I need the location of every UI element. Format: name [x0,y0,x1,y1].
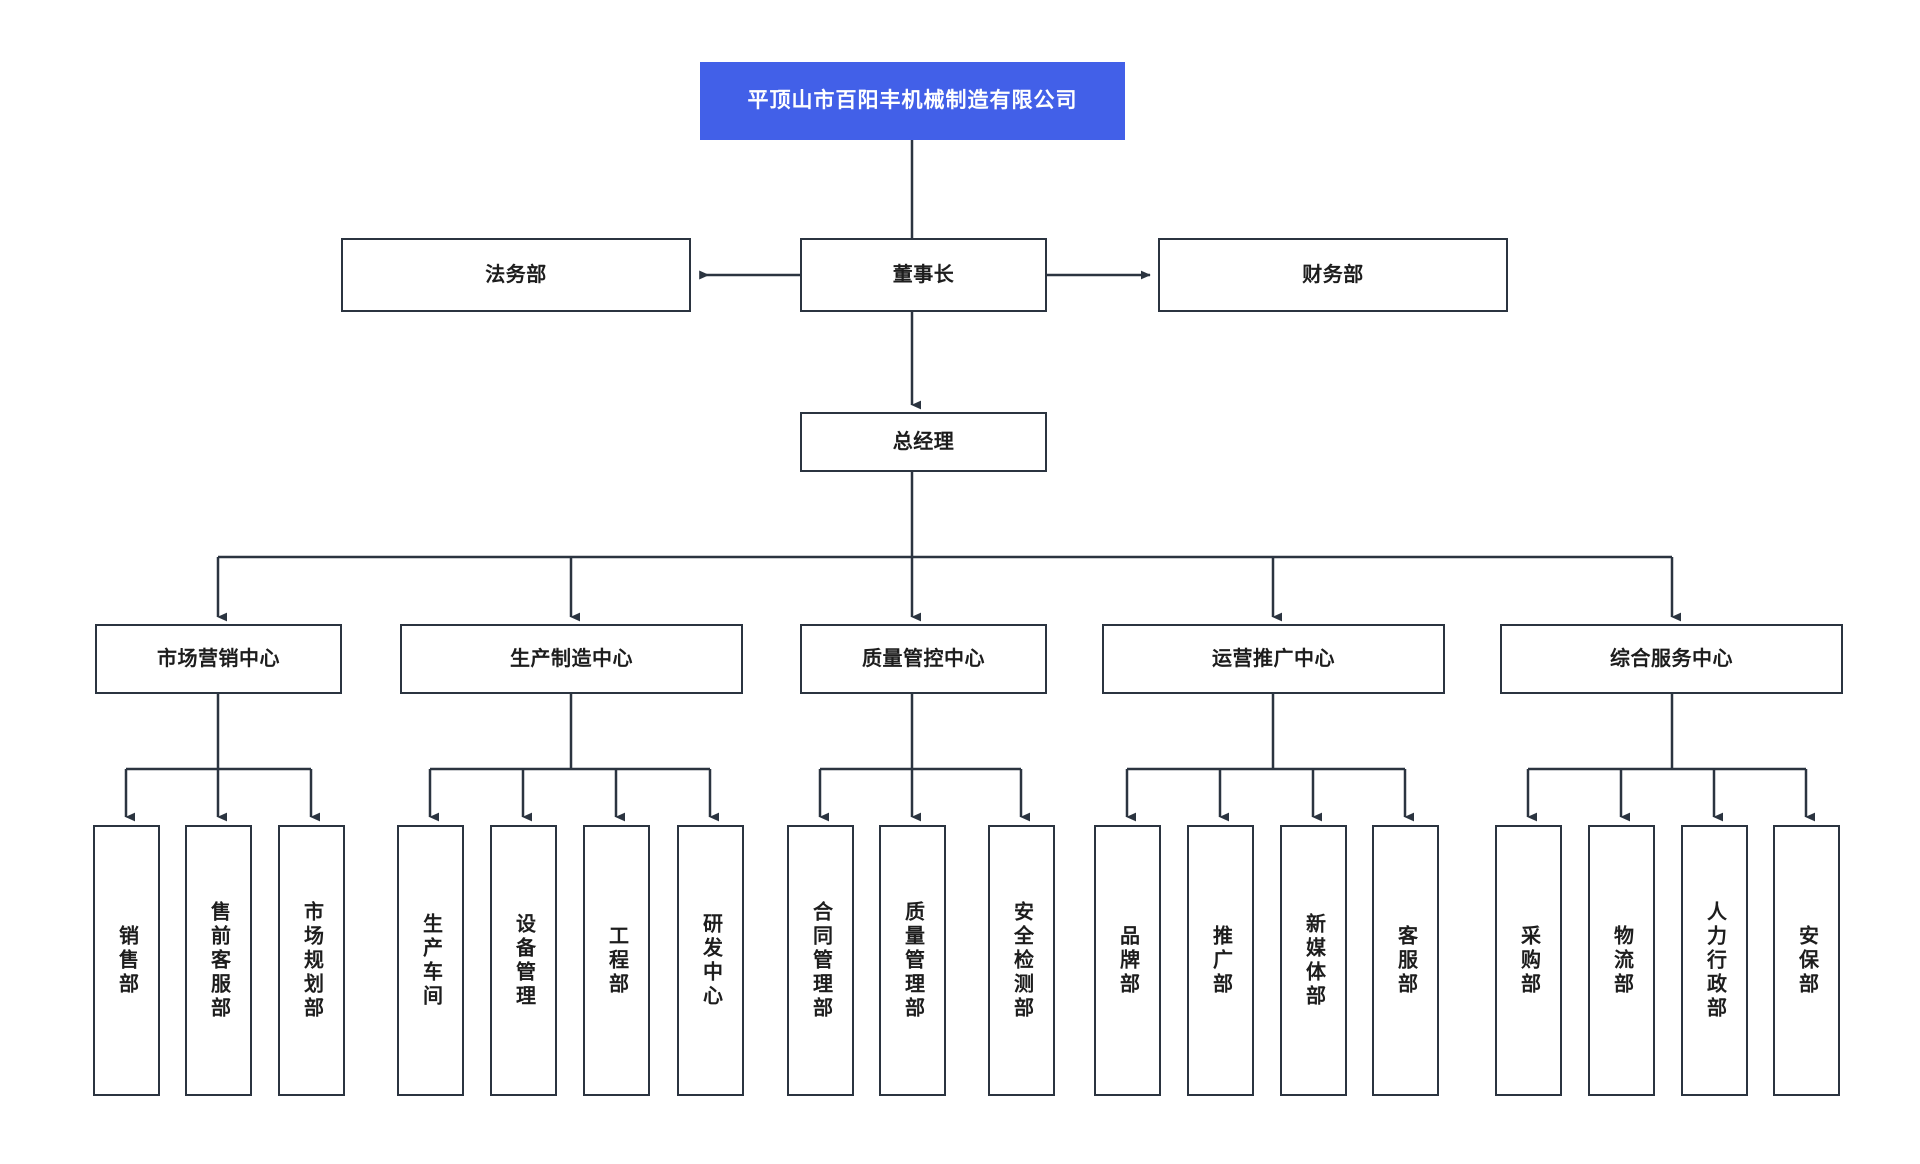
node-department-brand[interactable]: 品牌部 [1094,825,1161,1096]
node-chairman[interactable]: 董事长 [800,238,1047,312]
node-label-chairman: 董事长 [892,263,955,286]
node-department-sales[interactable]: 销售部 [93,825,160,1096]
node-label-department-logistics: 物流部 [1610,924,1633,997]
node-center-marketing[interactable]: 市场营销中心 [95,624,342,694]
node-department-presales-service[interactable]: 售前客服部 [185,825,252,1096]
node-legal-department[interactable]: 法务部 [341,238,691,312]
node-department-rnd-center[interactable]: 研发中心 [677,825,744,1096]
node-label-department-contract-management: 合同管理部 [809,900,832,1021]
node-label-department-production-workshop: 生产车间 [419,912,442,1009]
node-label-department-quality-management: 质量管理部 [901,900,924,1021]
node-label-center-services: 综合服务中心 [1610,647,1733,670]
node-label-department-rnd-center: 研发中心 [699,912,722,1009]
node-label-department-security: 安保部 [1795,924,1818,997]
node-department-quality-management[interactable]: 质量管理部 [879,825,946,1096]
node-department-customer-service[interactable]: 客服部 [1372,825,1439,1096]
node-center-production[interactable]: 生产制造中心 [400,624,743,694]
node-department-contract-management[interactable]: 合同管理部 [787,825,854,1096]
node-finance-department[interactable]: 财务部 [1158,238,1508,312]
node-center-quality[interactable]: 质量管控中心 [800,624,1047,694]
node-label-finance-department: 财务部 [1302,263,1364,286]
node-department-promotion[interactable]: 推广部 [1187,825,1254,1096]
node-label-legal-department: 法务部 [485,263,547,286]
node-department-production-workshop[interactable]: 生产车间 [397,825,464,1096]
node-department-security[interactable]: 安保部 [1773,825,1840,1096]
node-department-engineering[interactable]: 工程部 [583,825,650,1096]
node-label-department-market-planning: 市场规划部 [300,900,323,1021]
node-label-center-marketing: 市场营销中心 [157,647,280,670]
node-department-hr-administration[interactable]: 人力行政部 [1681,825,1748,1096]
node-label-department-brand: 品牌部 [1116,924,1139,997]
node-label-department-new-media: 新媒体部 [1302,912,1325,1009]
node-label-department-presales-service: 售前客服部 [207,900,230,1021]
node-center-operations[interactable]: 运营推广中心 [1102,624,1445,694]
node-general-manager[interactable]: 总经理 [800,412,1047,472]
node-department-equipment-management[interactable]: 设备管理 [490,825,557,1096]
node-center-services[interactable]: 综合服务中心 [1500,624,1843,694]
node-label-general-manager: 总经理 [892,430,955,453]
node-department-procurement[interactable]: 采购部 [1495,825,1562,1096]
node-label-department-hr-administration: 人力行政部 [1703,900,1726,1021]
node-label-department-promotion: 推广部 [1209,924,1232,997]
node-label-department-equipment-management: 设备管理 [512,912,535,1009]
node-label-department-engineering: 工程部 [605,924,628,997]
node-label-department-sales: 销售部 [115,924,138,997]
node-department-safety-inspection[interactable]: 安全检测部 [988,825,1055,1096]
node-department-logistics[interactable]: 物流部 [1588,825,1655,1096]
node-department-new-media[interactable]: 新媒体部 [1280,825,1347,1096]
node-label-department-customer-service: 客服部 [1394,924,1417,997]
node-department-market-planning[interactable]: 市场规划部 [278,825,345,1096]
node-label-department-safety-inspection: 安全检测部 [1010,900,1033,1021]
node-label-center-operations: 运营推广中心 [1212,647,1335,670]
node-label-department-procurement: 采购部 [1517,924,1540,997]
node-company-root[interactable]: 平顶山市百阳丰机械制造有限公司 [700,62,1125,140]
node-label-company-root: 平顶山市百阳丰机械制造有限公司 [747,88,1078,112]
node-label-center-production: 生产制造中心 [510,647,633,670]
node-label-center-quality: 质量管控中心 [862,647,985,670]
